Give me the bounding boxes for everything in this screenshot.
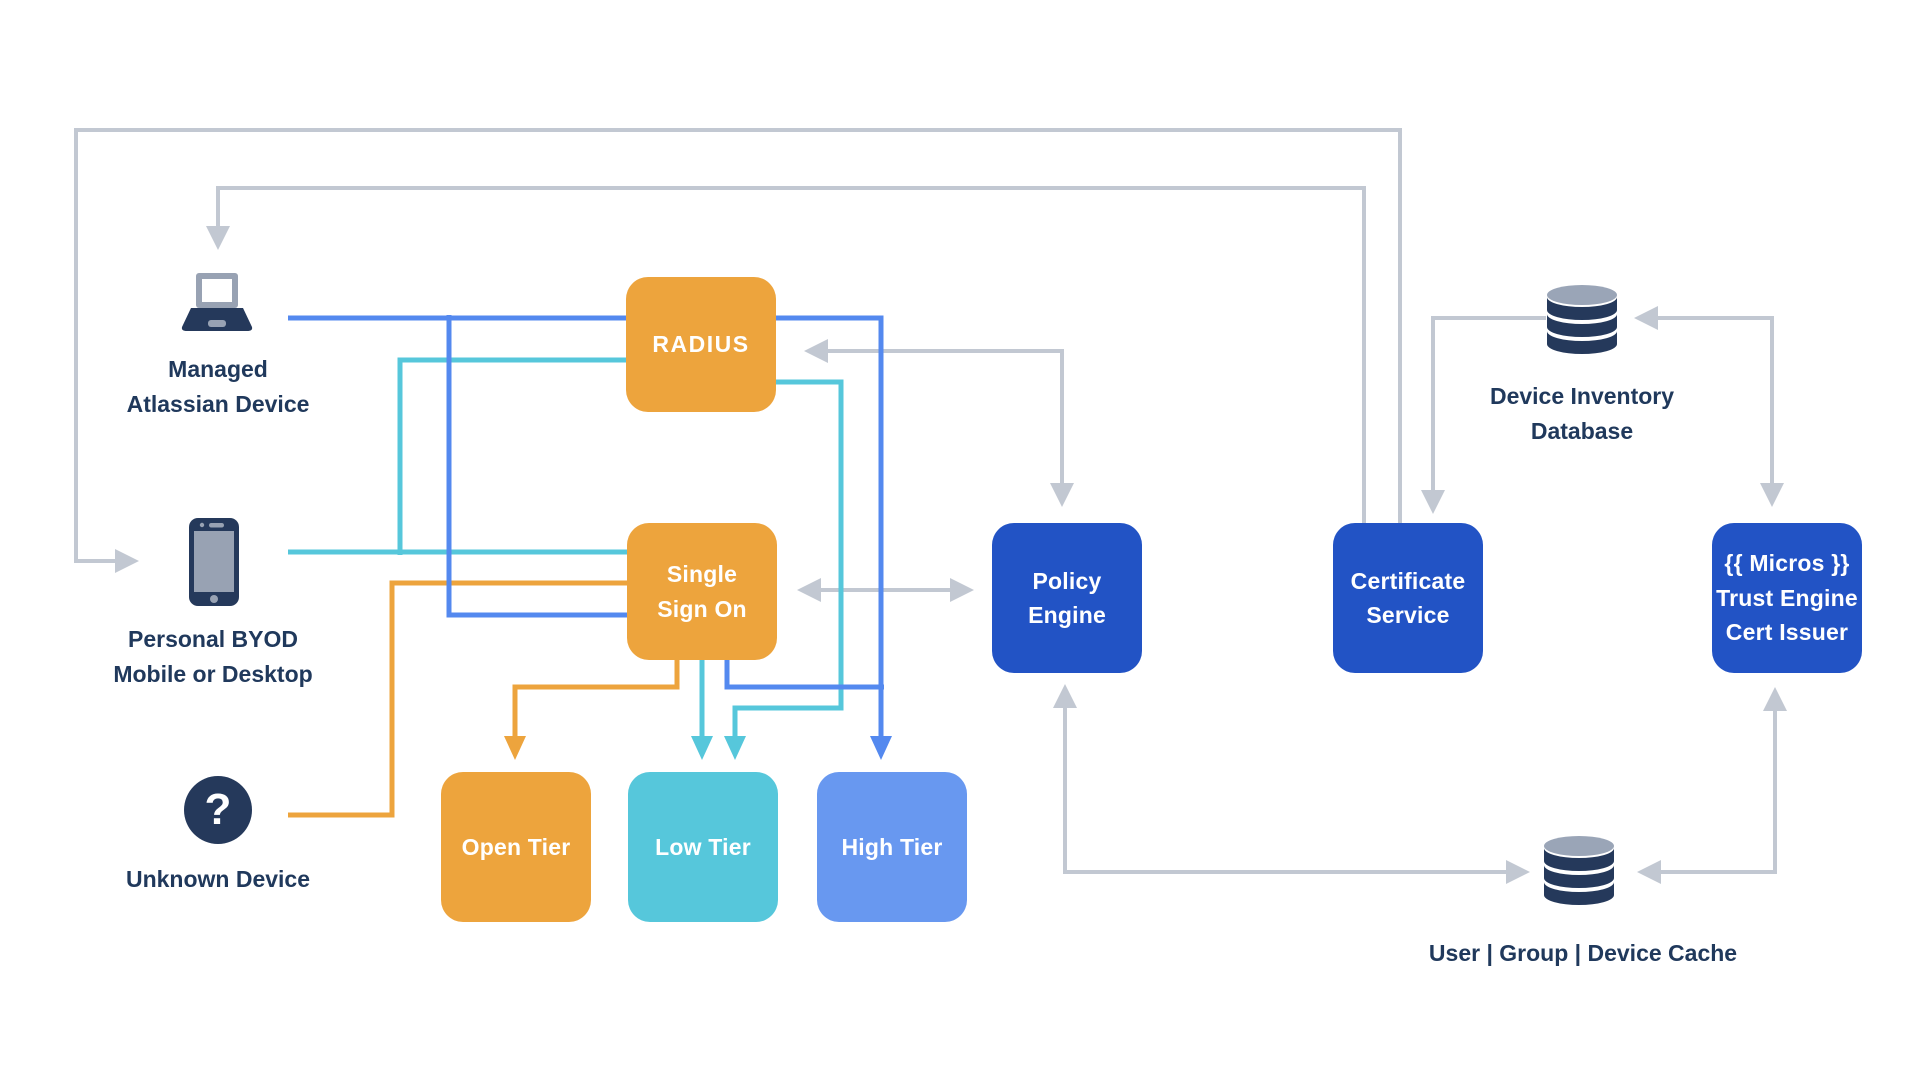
sso-node: Single Sign On	[627, 523, 777, 660]
policy-engine-node: Policy Engine	[992, 523, 1142, 673]
byod-branch-to-radius	[397, 357, 626, 555]
high-tier-label: High Tier	[841, 833, 943, 860]
certificate-service-label: Certificate Service	[1350, 567, 1466, 629]
inventory-db-label: Device Inventory Database	[1489, 383, 1675, 444]
radius-policy-engine-link	[825, 349, 1064, 486]
policy-engine-cache-link-arrowhead	[1506, 860, 1530, 884]
sso-label: Single Sign On	[657, 561, 747, 622]
trust-engine-node: {{ Micros }} Trust Engine Cert Issuer	[1712, 523, 1862, 673]
radius-to-high-tier-arrowhead	[870, 736, 892, 760]
managed-branch-to-sso	[446, 315, 627, 618]
inventory-db-to-certificate-service-arrowhead	[1421, 490, 1445, 514]
sso-to-high-tier-merge	[724, 660, 884, 690]
database-icon	[1544, 836, 1614, 905]
radius-node: RADIUS	[626, 277, 776, 412]
byod-device-label: Personal BYOD Mobile or Desktop	[113, 626, 313, 687]
cache-trust-engine-link-arrowhead	[1763, 687, 1787, 711]
certificate-service-to-byod-device-arrowhead	[115, 549, 139, 573]
open-tier-node: Open Tier	[441, 772, 591, 922]
sso-to-open-tier	[512, 659, 680, 739]
database-icon	[1547, 285, 1617, 354]
certificate-service-node: Certificate Service	[1333, 523, 1483, 673]
sso-to-low-tier-arrowhead	[691, 736, 713, 760]
unknown-device-label: Unknown Device	[125, 866, 311, 892]
trust-engine-label: {{ Micros }} Trust Engine Cert Issuer	[1716, 550, 1858, 646]
radius-policy-engine-link-arrowhead	[1050, 483, 1074, 507]
radius-policy-engine-link-arrowhead	[804, 339, 828, 363]
low-tier-node: Low Tier	[628, 772, 778, 922]
question-glyph: ?	[204, 785, 232, 834]
laptop-icon	[181, 273, 253, 331]
certificate-service-to-managed-device	[216, 186, 1366, 523]
inventory-db-trust-engine-link-arrowhead	[1634, 306, 1658, 330]
policy-engine-label: Policy Engine	[1028, 567, 1106, 629]
low-tier-label: Low Tier	[655, 833, 751, 860]
radius-to-low-tier-arrowhead	[724, 736, 746, 760]
sso-policy-engine-link-arrowhead	[797, 578, 821, 602]
cache-trust-engine-link-arrowhead	[1637, 860, 1661, 884]
radius-to-high-tier	[776, 315, 884, 739]
certificate-service-to-managed-device-arrowhead	[206, 226, 230, 250]
phone-icon	[189, 518, 239, 606]
sso-to-open-tier-arrowhead	[504, 736, 526, 760]
sso-policy-engine-link-arrowhead	[950, 578, 974, 602]
policy-engine-cache-link	[1063, 705, 1509, 874]
policy-engine-cache-link-arrowhead	[1053, 684, 1077, 708]
open-tier-label: Open Tier	[461, 833, 571, 860]
managed-device-label: Managed Atlassian Device	[126, 356, 310, 417]
high-tier-node: High Tier	[817, 772, 967, 922]
cache-trust-engine-link	[1658, 708, 1777, 874]
question-mark-icon: ?	[184, 776, 252, 844]
cache-label: User | Group | Device Cache	[1428, 940, 1738, 966]
inventory-db-trust-engine-link-arrowhead	[1760, 483, 1784, 507]
radius-label: RADIUS	[652, 331, 750, 358]
